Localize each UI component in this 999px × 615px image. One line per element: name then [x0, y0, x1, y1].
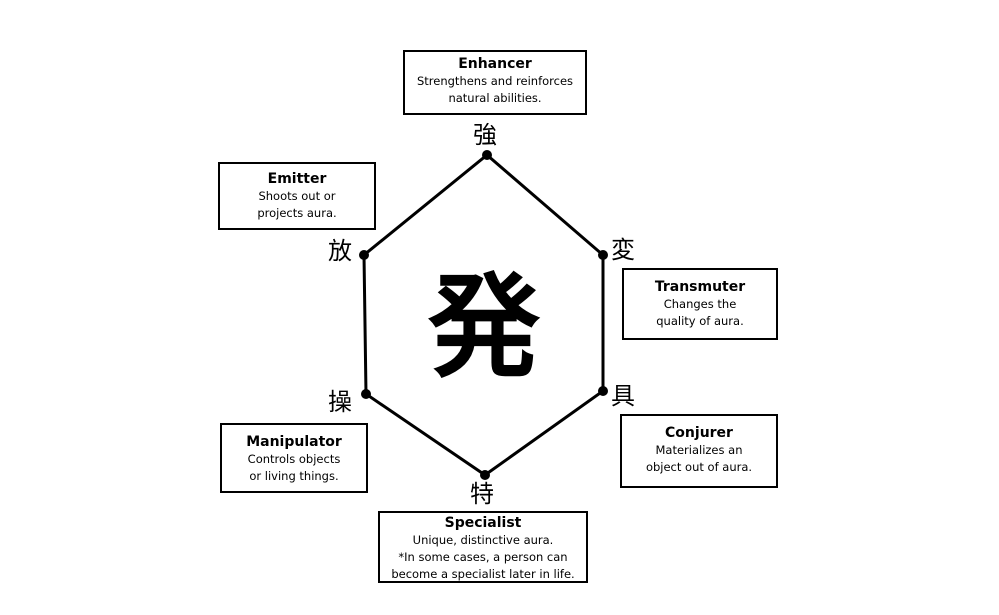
- kanji-emitter: 放: [328, 237, 352, 265]
- transmuter-desc-line-2: quality of aura.: [656, 314, 744, 328]
- conjurer-box: Conjurer Materializes an object out of a…: [620, 414, 778, 488]
- kanji-specialist: 特: [470, 480, 494, 508]
- vertex-dot-manipulator: [361, 389, 371, 399]
- kanji-enhancer: 強: [473, 121, 497, 149]
- vertex-dot-emitter: [359, 250, 369, 260]
- vertex-dot-specialist: [480, 470, 490, 480]
- manipulator-desc-line-1: Controls objects: [247, 452, 341, 466]
- manipulator-box: Manipulator Controls objects or living t…: [220, 423, 368, 493]
- transmuter-box: Transmuter Changes the quality of aura.: [622, 268, 778, 340]
- kanji-manipulator: 操: [328, 388, 352, 416]
- manipulator-desc-line-2: or living things.: [249, 469, 339, 483]
- specialist-desc-line-3: become a specialist later in life.: [391, 567, 575, 581]
- kanji-transmuter: 変: [611, 236, 635, 264]
- specialist-box: Specialist Unique, distinctive aura. *In…: [378, 511, 588, 583]
- specialist-title: Specialist: [444, 515, 522, 531]
- vertex-dot-enhancer: [482, 150, 492, 160]
- emitter-desc-line-1: Shoots out or: [258, 189, 336, 203]
- conjurer-desc-line-1: Materializes an: [655, 443, 743, 457]
- transmuter-desc-line-1: Changes the: [663, 297, 737, 311]
- emitter-desc-line-2: projects aura.: [257, 206, 337, 220]
- specialist-desc-line-2: *In some cases, a person can: [398, 550, 568, 564]
- enhancer-box: Enhancer Strengthens and reinforces natu…: [403, 50, 587, 115]
- vertex-dot-conjurer: [598, 386, 608, 396]
- emitter-title: Emitter: [267, 171, 327, 187]
- enhancer-desc-line-1: Strengthens and reinforces: [416, 74, 574, 88]
- manipulator-title: Manipulator: [246, 434, 342, 450]
- enhancer-title: Enhancer: [458, 56, 532, 72]
- center-kanji-hatsu: 発: [428, 263, 540, 393]
- vertex-dot-transmuter: [598, 250, 608, 260]
- transmuter-title: Transmuter: [654, 279, 746, 295]
- conjurer-title: Conjurer: [665, 425, 733, 441]
- conjurer-desc-line-2: object out of aura.: [645, 460, 753, 474]
- enhancer-desc-line-2: natural abilities.: [448, 91, 542, 105]
- specialist-desc-line-1: Unique, distinctive aura.: [412, 533, 554, 547]
- kanji-conjurer: 具: [611, 382, 635, 410]
- emitter-box: Emitter Shoots out or projects aura.: [218, 162, 376, 230]
